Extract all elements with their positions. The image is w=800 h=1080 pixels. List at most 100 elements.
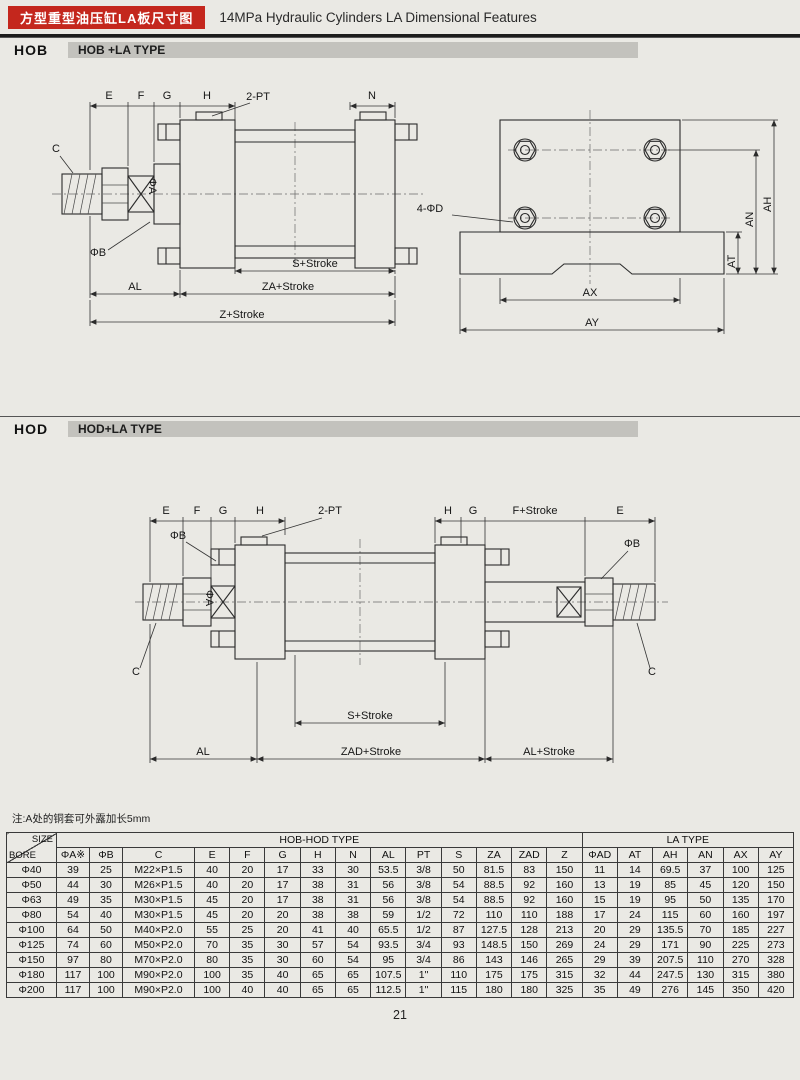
value-cell: M90×P2.0: [122, 967, 195, 983]
value-cell: 65: [334, 982, 372, 998]
value-cell: 35: [229, 952, 266, 968]
value-cell: 315: [546, 967, 583, 983]
bore-size-cell: Φ63: [6, 892, 57, 908]
value-cell: 41: [299, 922, 336, 938]
column-header: C: [122, 847, 195, 863]
value-cell: 56: [370, 877, 407, 893]
value-cell: 35: [229, 967, 266, 983]
value-cell: 80: [89, 952, 123, 968]
value-cell: 20: [229, 862, 266, 878]
dim-label-phi-b-left: ΦB: [170, 530, 186, 542]
value-cell: 11: [581, 862, 618, 878]
hob-section: HOB HOB +LA TYPE: [0, 37, 800, 416]
value-cell: 29: [581, 952, 618, 968]
value-cell: 100: [89, 982, 123, 998]
value-cell: 350: [722, 982, 759, 998]
value-cell: 30: [334, 862, 372, 878]
hod-section-header: HOD HOD+LA TYPE: [0, 417, 800, 439]
group-header-la: LA TYPE: [581, 832, 795, 848]
column-header: ΦAD: [581, 847, 618, 863]
column-header: AT: [616, 847, 654, 863]
group-header-hob-hod: HOB-HOD TYPE: [56, 832, 583, 848]
value-cell: 33: [299, 862, 336, 878]
column-header: N: [334, 847, 372, 863]
value-cell: 14: [616, 862, 654, 878]
page-number: 21: [393, 1008, 407, 1022]
value-cell: 90: [687, 937, 724, 953]
hob-technical-drawing: E F G H N 2-PT C ΦA ΦB S+Stroke: [52, 90, 778, 334]
value-cell: 112.5: [370, 982, 407, 998]
dim-label-at: AT: [726, 254, 738, 268]
dim-label-an: AN: [744, 212, 756, 227]
column-header: AH: [652, 847, 689, 863]
value-cell: 160: [546, 877, 583, 893]
dim-label-s-stroke: S+Stroke: [292, 258, 338, 270]
value-cell: 110: [440, 967, 477, 983]
value-cell: 15: [581, 892, 618, 908]
value-cell: 37: [687, 862, 724, 878]
page-title-en: 14MPa Hydraulic Cylinders LA Dimensional…: [219, 10, 537, 25]
corner-bore-label: BORE: [9, 850, 36, 861]
value-cell: 88.5: [475, 877, 513, 893]
hob-piston-rod: [61, 163, 181, 225]
value-cell: 40: [193, 877, 231, 893]
dim-label-s-stroke: S+Stroke: [347, 710, 393, 722]
value-cell: 17: [581, 907, 618, 923]
value-cell: 95: [370, 952, 407, 968]
value-cell: 135: [722, 892, 759, 908]
hod-double-rod-view: [135, 536, 668, 665]
value-cell: 40: [193, 862, 231, 878]
value-cell: 1": [405, 982, 442, 998]
value-cell: 53.5: [370, 862, 407, 878]
value-cell: 17: [264, 892, 301, 908]
hod-technical-drawing: E F G H 2-PT H G F+Stroke E ΦB: [132, 505, 668, 763]
value-cell: 80: [193, 952, 231, 968]
column-header: AX: [722, 847, 759, 863]
value-cell: 270: [722, 952, 759, 968]
value-cell: 197: [757, 907, 795, 923]
value-cell: 110: [687, 952, 724, 968]
dim-label-c: C: [52, 143, 60, 155]
value-cell: 54: [56, 907, 90, 923]
hob-la-plate-view: 4-ΦD AT AN AH AX: [417, 110, 778, 334]
value-cell: 69.5: [652, 862, 689, 878]
value-cell: 276: [652, 982, 689, 998]
value-cell: 54: [440, 877, 477, 893]
dim-label-ay: AY: [585, 317, 600, 329]
value-cell: 269: [546, 937, 583, 953]
dim-label-c-right: C: [648, 666, 656, 678]
bore-size-cell: Φ200: [6, 982, 57, 998]
dim-label-2pt: 2-PT: [246, 91, 270, 103]
value-cell: 30: [89, 877, 123, 893]
dim-label-h2: H: [444, 505, 452, 517]
value-cell: 20: [581, 922, 618, 938]
value-cell: 59: [370, 907, 407, 923]
dim-label-phi-a: ΦA: [146, 178, 158, 195]
value-cell: M40×P2.0: [122, 922, 195, 938]
value-cell: M90×P2.0: [122, 982, 195, 998]
dim-label-phi-b-right: ΦB: [624, 538, 640, 550]
column-header: ZAD: [511, 847, 548, 863]
dim-label-e: E: [162, 505, 169, 517]
hob-side-view: [52, 111, 425, 269]
value-cell: 31: [334, 892, 372, 908]
value-cell: 100: [193, 982, 231, 998]
value-cell: 328: [757, 952, 795, 968]
value-cell: 93.5: [370, 937, 407, 953]
value-cell: 188: [546, 907, 583, 923]
value-cell: 3/8: [405, 862, 442, 878]
value-cell: 38: [334, 907, 372, 923]
value-cell: 29: [616, 937, 654, 953]
dim-label-phi-b: ΦB: [90, 247, 106, 259]
value-cell: 25: [89, 862, 123, 878]
footnote: 注:A处的铜套可外露加长5mm: [12, 813, 151, 825]
value-cell: 50: [440, 862, 477, 878]
value-cell: 39: [616, 952, 654, 968]
value-cell: 17: [264, 877, 301, 893]
dim-label-al: AL: [128, 281, 141, 293]
